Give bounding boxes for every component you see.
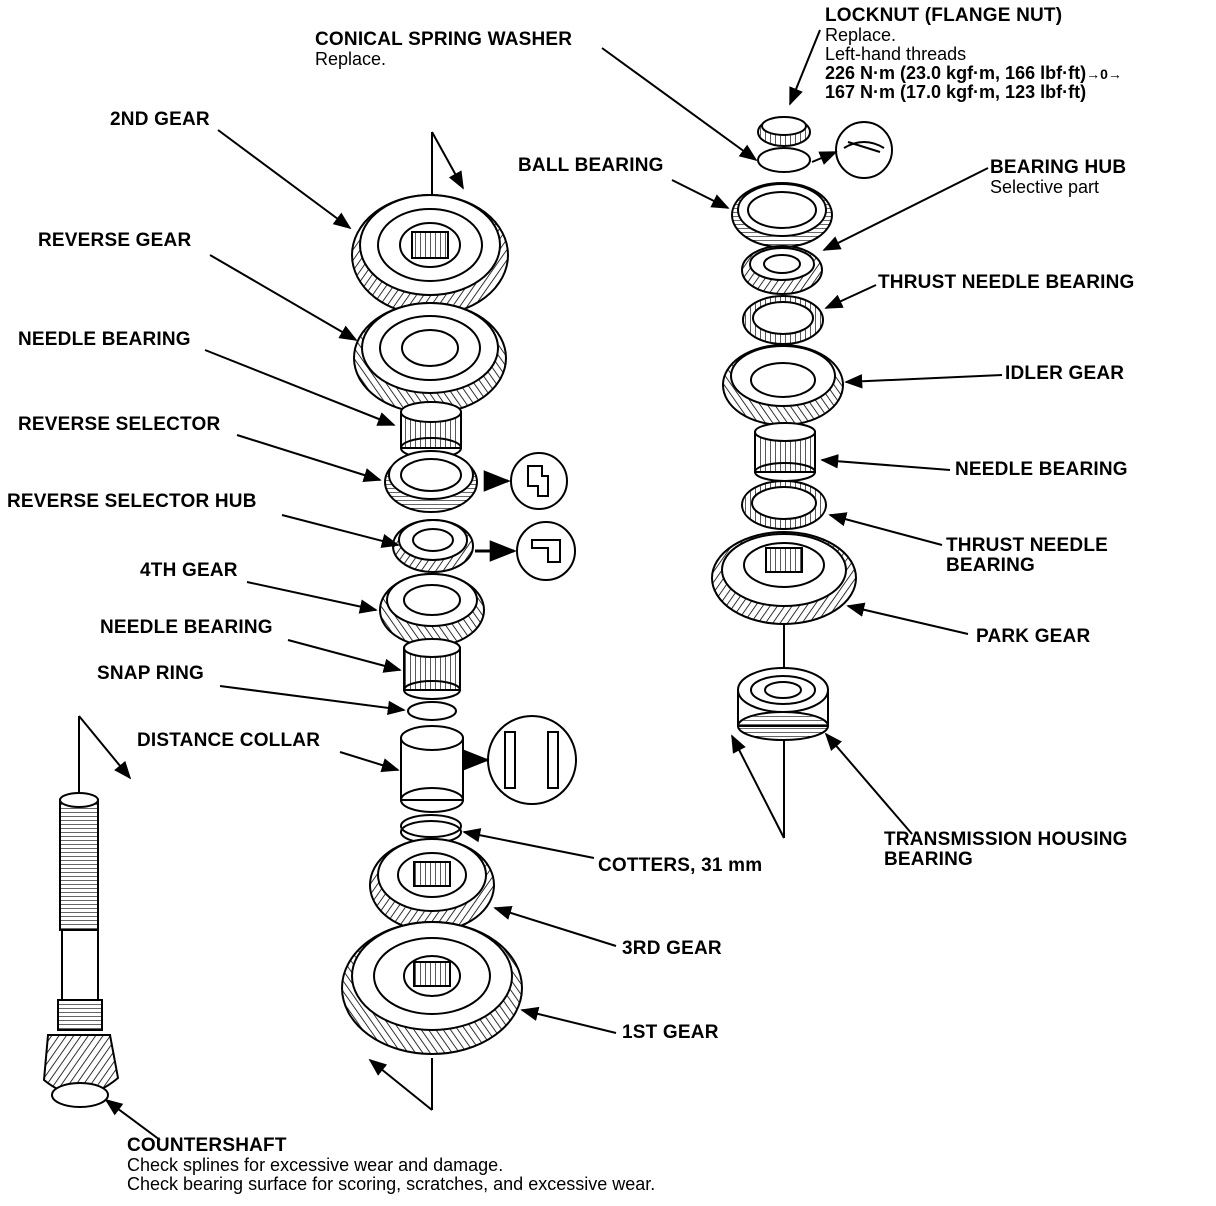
locknut-detail-circle: [811, 121, 893, 179]
needle-bearing-label-2: NEEDLE BEARING: [955, 459, 1128, 480]
needle-bearing-left-1: [400, 401, 462, 459]
park-gear-part: [711, 531, 857, 625]
collar-detail-circle: [462, 715, 577, 805]
bearing-hub-part: [741, 245, 823, 295]
distance-collar-label: DISTANCE COLLAR: [137, 730, 321, 751]
conical-spring-washer-title: CONICAL SPRING WASHER: [315, 29, 573, 50]
cotters-label: COTTERS, 31 mm: [598, 855, 763, 876]
hub-detail-circle: [475, 521, 576, 581]
first-gear-label: 1ST GEAR: [622, 1022, 719, 1043]
countershaft-label: COUNTERSHAFT Check splines for excessive…: [127, 1136, 655, 1194]
selector-detail-circle: [483, 452, 568, 510]
distance-collar-part: [400, 725, 464, 813]
first-gear-part: [341, 921, 523, 1055]
locknut-part: [757, 116, 811, 147]
reverse-selector-hub-label: REVERSE SELECTOR HUB: [7, 491, 257, 512]
ball-bearing-part: [731, 182, 833, 248]
snap-ring-label: SNAP RING: [97, 663, 205, 684]
thrust-needle-bearing-label-2: THRUST NEEDLE BEARING: [946, 535, 1108, 576]
needle-bearing-right: [754, 422, 816, 482]
needle-bearing-left-2: [403, 638, 461, 700]
needle-bearing-label-3: NEEDLE BEARING: [100, 617, 273, 638]
reverse-gear-part: [353, 302, 507, 414]
second-gear-part: [351, 194, 509, 316]
conical-washer-part: [757, 147, 811, 173]
locknut-torque-1: 226 N·m (23.0 kgf·m, 166 lbf·ft)→0→: [825, 62, 1122, 83]
snap-ring-part: [407, 701, 457, 721]
park-gear-label: PARK GEAR: [976, 626, 1091, 647]
thrust-needle-bearing-label-1: THRUST NEEDLE BEARING: [878, 272, 1135, 293]
locknut-note-threads: Left-hand threads: [825, 43, 967, 64]
third-gear-label: 3RD GEAR: [622, 938, 722, 959]
transmission-housing-bearing-part: [737, 667, 829, 741]
transmission-housing-bearing-label: TRANSMISSION HOUSING BEARING: [884, 829, 1128, 870]
locknut-label: LOCKNUT (FLANGE NUT) Replace. Left-hand …: [825, 6, 1122, 102]
conical-spring-washer-note: Replace.: [315, 48, 387, 69]
bearing-hub-title: BEARING HUB: [990, 157, 1127, 178]
reverse-selector-part: [384, 450, 478, 513]
second-gear-label: 2ND GEAR: [110, 109, 210, 130]
ball-bearing-label: BALL BEARING: [518, 155, 664, 176]
countershaft-note-splines: Check splines for excessive wear and dam…: [127, 1154, 504, 1175]
idler-gear-label: IDLER GEAR: [1005, 363, 1125, 384]
needle-bearing-label-1: NEEDLE BEARING: [18, 329, 191, 350]
locknut-note-replace: Replace.: [825, 24, 897, 45]
locknut-torque-2: 167 N·m (17.0 kgf·m, 123 lbf·ft): [825, 81, 1087, 102]
conical-spring-washer-label: CONICAL SPRING WASHER Replace.: [315, 30, 572, 69]
reverse-selector-label: REVERSE SELECTOR: [18, 414, 221, 435]
countershaft-part: [42, 715, 161, 1141]
fourth-gear-label: 4TH GEAR: [140, 560, 238, 581]
bearing-hub-label: BEARING HUB Selective part: [990, 158, 1126, 197]
bearing-hub-note: Selective part: [990, 176, 1100, 197]
fourth-gear-part: [379, 573, 485, 647]
third-gear-part: [369, 838, 495, 932]
reverse-selector-hub-part: [392, 519, 474, 573]
locknut-title: LOCKNUT (FLANGE NUT): [825, 5, 1063, 26]
thrust-needle-bearing-part-2: [741, 480, 827, 530]
reverse-gear-label: REVERSE GEAR: [38, 230, 192, 251]
countershaft-note-bearing: Check bearing surface for scoring, scrat…: [127, 1173, 656, 1194]
thrust-needle-bearing-part-1: [742, 295, 824, 345]
countershaft-title: COUNTERSHAFT: [127, 1135, 287, 1156]
idler-gear-part: [722, 344, 844, 426]
